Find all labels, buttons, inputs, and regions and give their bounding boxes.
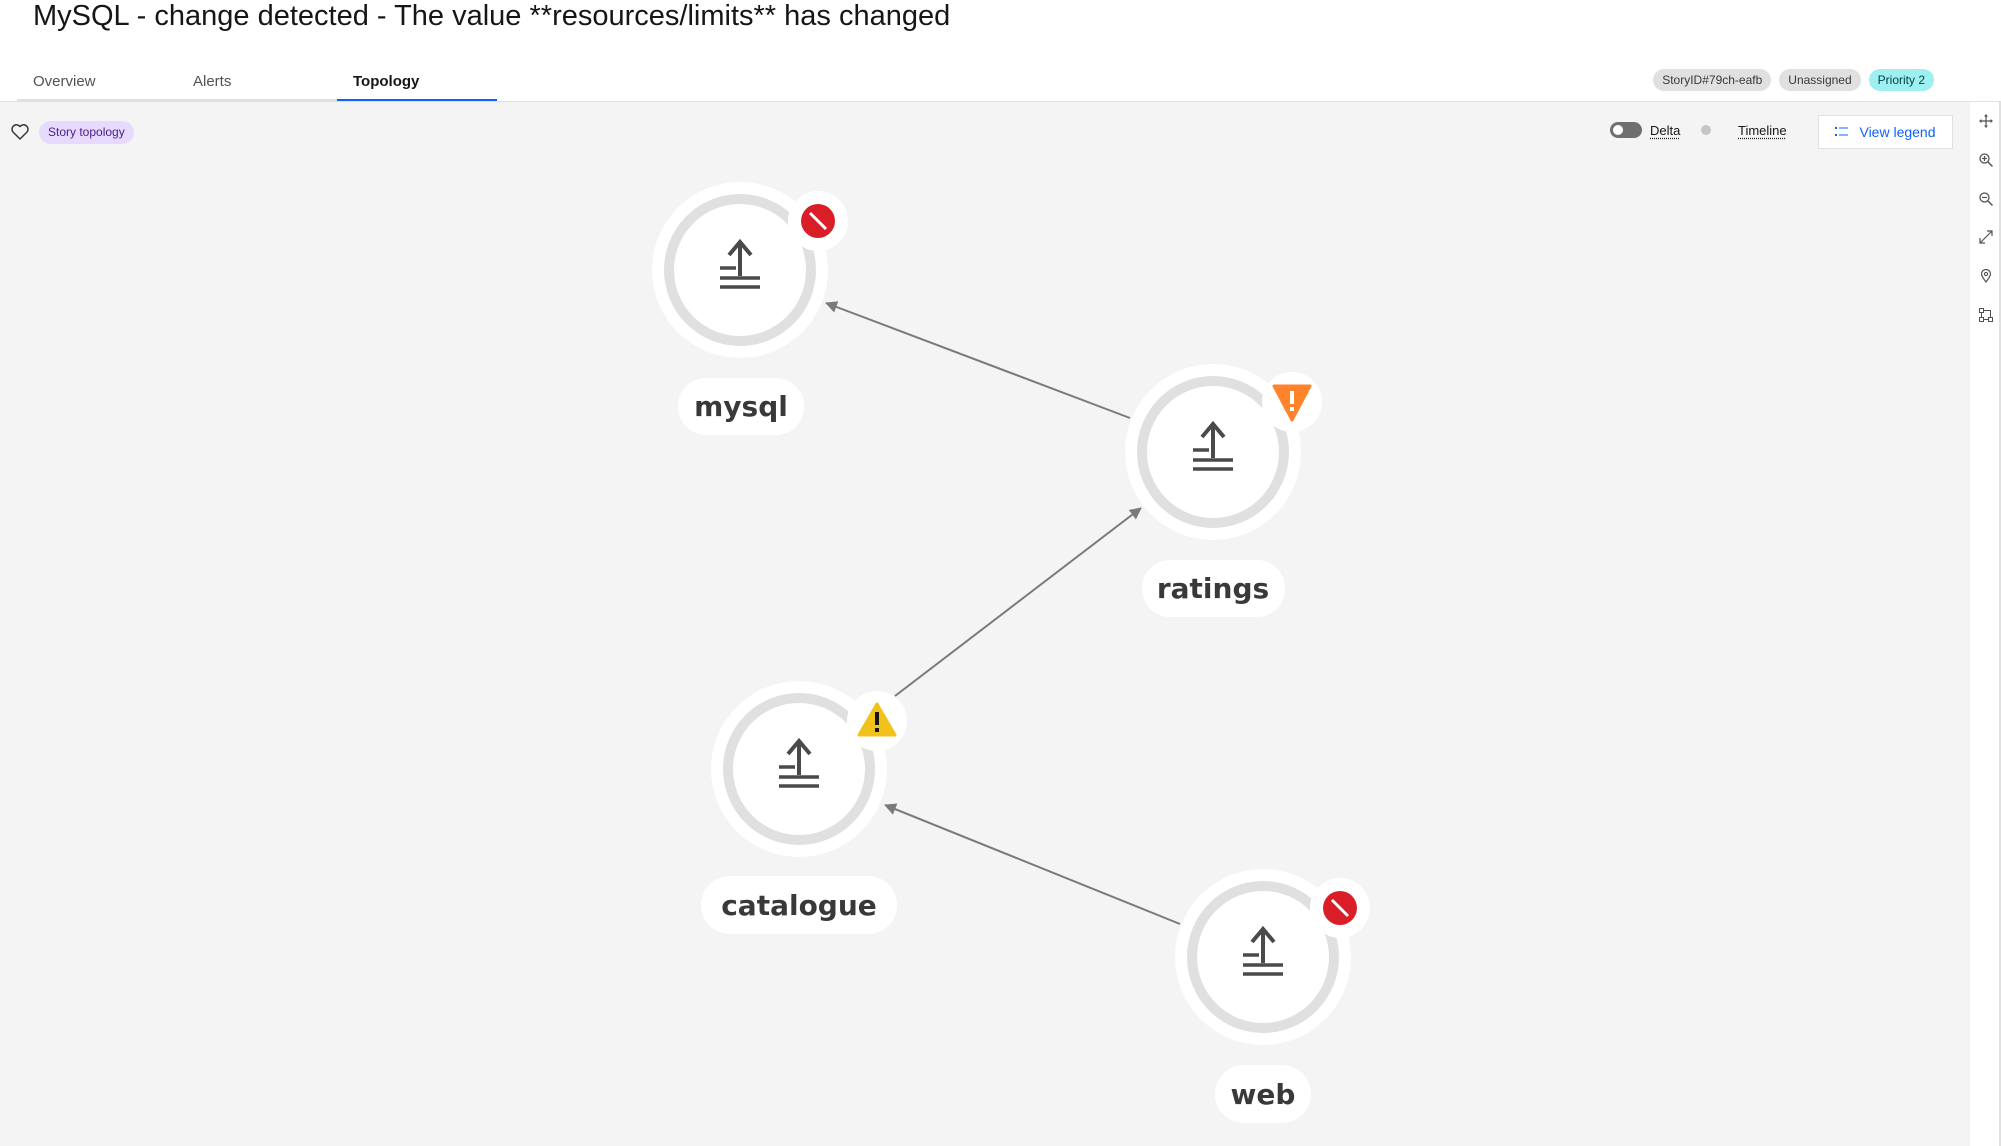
- delta-label: Delta: [1650, 122, 1681, 138]
- legend-list-icon: [1835, 127, 1849, 136]
- node-label-ratings: ratings: [1157, 572, 1269, 605]
- tab-bar: Overview Alerts Topology: [17, 64, 497, 101]
- locate-icon[interactable]: [1974, 265, 1998, 288]
- tab-alerts[interactable]: Alerts: [177, 64, 337, 101]
- timeline-label: Timeline: [1738, 122, 1787, 138]
- layout-icon[interactable]: [1974, 303, 1998, 326]
- edge-catalogue-ratings[interactable]: [894, 507, 1142, 697]
- zoom-out-icon[interactable]: [1974, 187, 1998, 210]
- header: MySQL - change detected - The value **re…: [0, 0, 2001, 102]
- node-label-web: web: [1231, 1078, 1296, 1111]
- delta-toggle[interactable]: Delta: [1610, 122, 1680, 138]
- topology-canvas[interactable]: [0, 102, 1970, 1146]
- node-catalogue[interactable]: catalogue: [701, 681, 907, 934]
- critical-status-icon: [1310, 878, 1370, 938]
- node-label-mysql: mysql: [694, 390, 788, 423]
- tab-overview[interactable]: Overview: [17, 64, 177, 101]
- scrollbar[interactable]: [1999, 102, 2001, 1146]
- timeline-switch[interactable]: [1698, 122, 1730, 138]
- node-label-catalogue: catalogue: [721, 889, 877, 922]
- delta-switch[interactable]: [1610, 122, 1642, 138]
- critical-status-icon: [788, 191, 848, 251]
- view-legend-button[interactable]: View legend: [1818, 115, 1953, 149]
- view-legend-label: View legend: [1859, 124, 1936, 140]
- favorite-heart-icon[interactable]: [10, 122, 30, 142]
- major-status-icon: [1262, 372, 1322, 432]
- fit-icon[interactable]: [1974, 226, 1998, 249]
- priority-tag[interactable]: Priority 2: [1868, 69, 1934, 91]
- node-mysql[interactable]: mysql: [652, 182, 848, 435]
- warning-status-icon: [847, 691, 907, 751]
- page-title: MySQL - change detected - The value **re…: [33, 0, 951, 32]
- node-web[interactable]: web: [1175, 869, 1370, 1123]
- timeline-toggle[interactable]: Timeline: [1698, 122, 1787, 138]
- pan-icon[interactable]: [1974, 110, 1998, 133]
- story-id-tag: StoryID#79ch-eafb: [1653, 69, 1772, 91]
- canvas-toolbar: [1970, 102, 2001, 1146]
- story-tags: StoryID#79ch-eafb Unassigned Priority 2: [1653, 69, 1934, 91]
- edge-ratings-mysql[interactable]: [825, 301, 1131, 419]
- node-ratings[interactable]: ratings: [1125, 364, 1322, 617]
- zoom-in-icon[interactable]: [1974, 149, 1998, 172]
- edge-web-catalogue[interactable]: [884, 803, 1181, 925]
- tab-topology[interactable]: Topology: [337, 64, 497, 101]
- assignee-tag[interactable]: Unassigned: [1779, 69, 1861, 91]
- story-topology-tag: Story topology: [39, 121, 134, 144]
